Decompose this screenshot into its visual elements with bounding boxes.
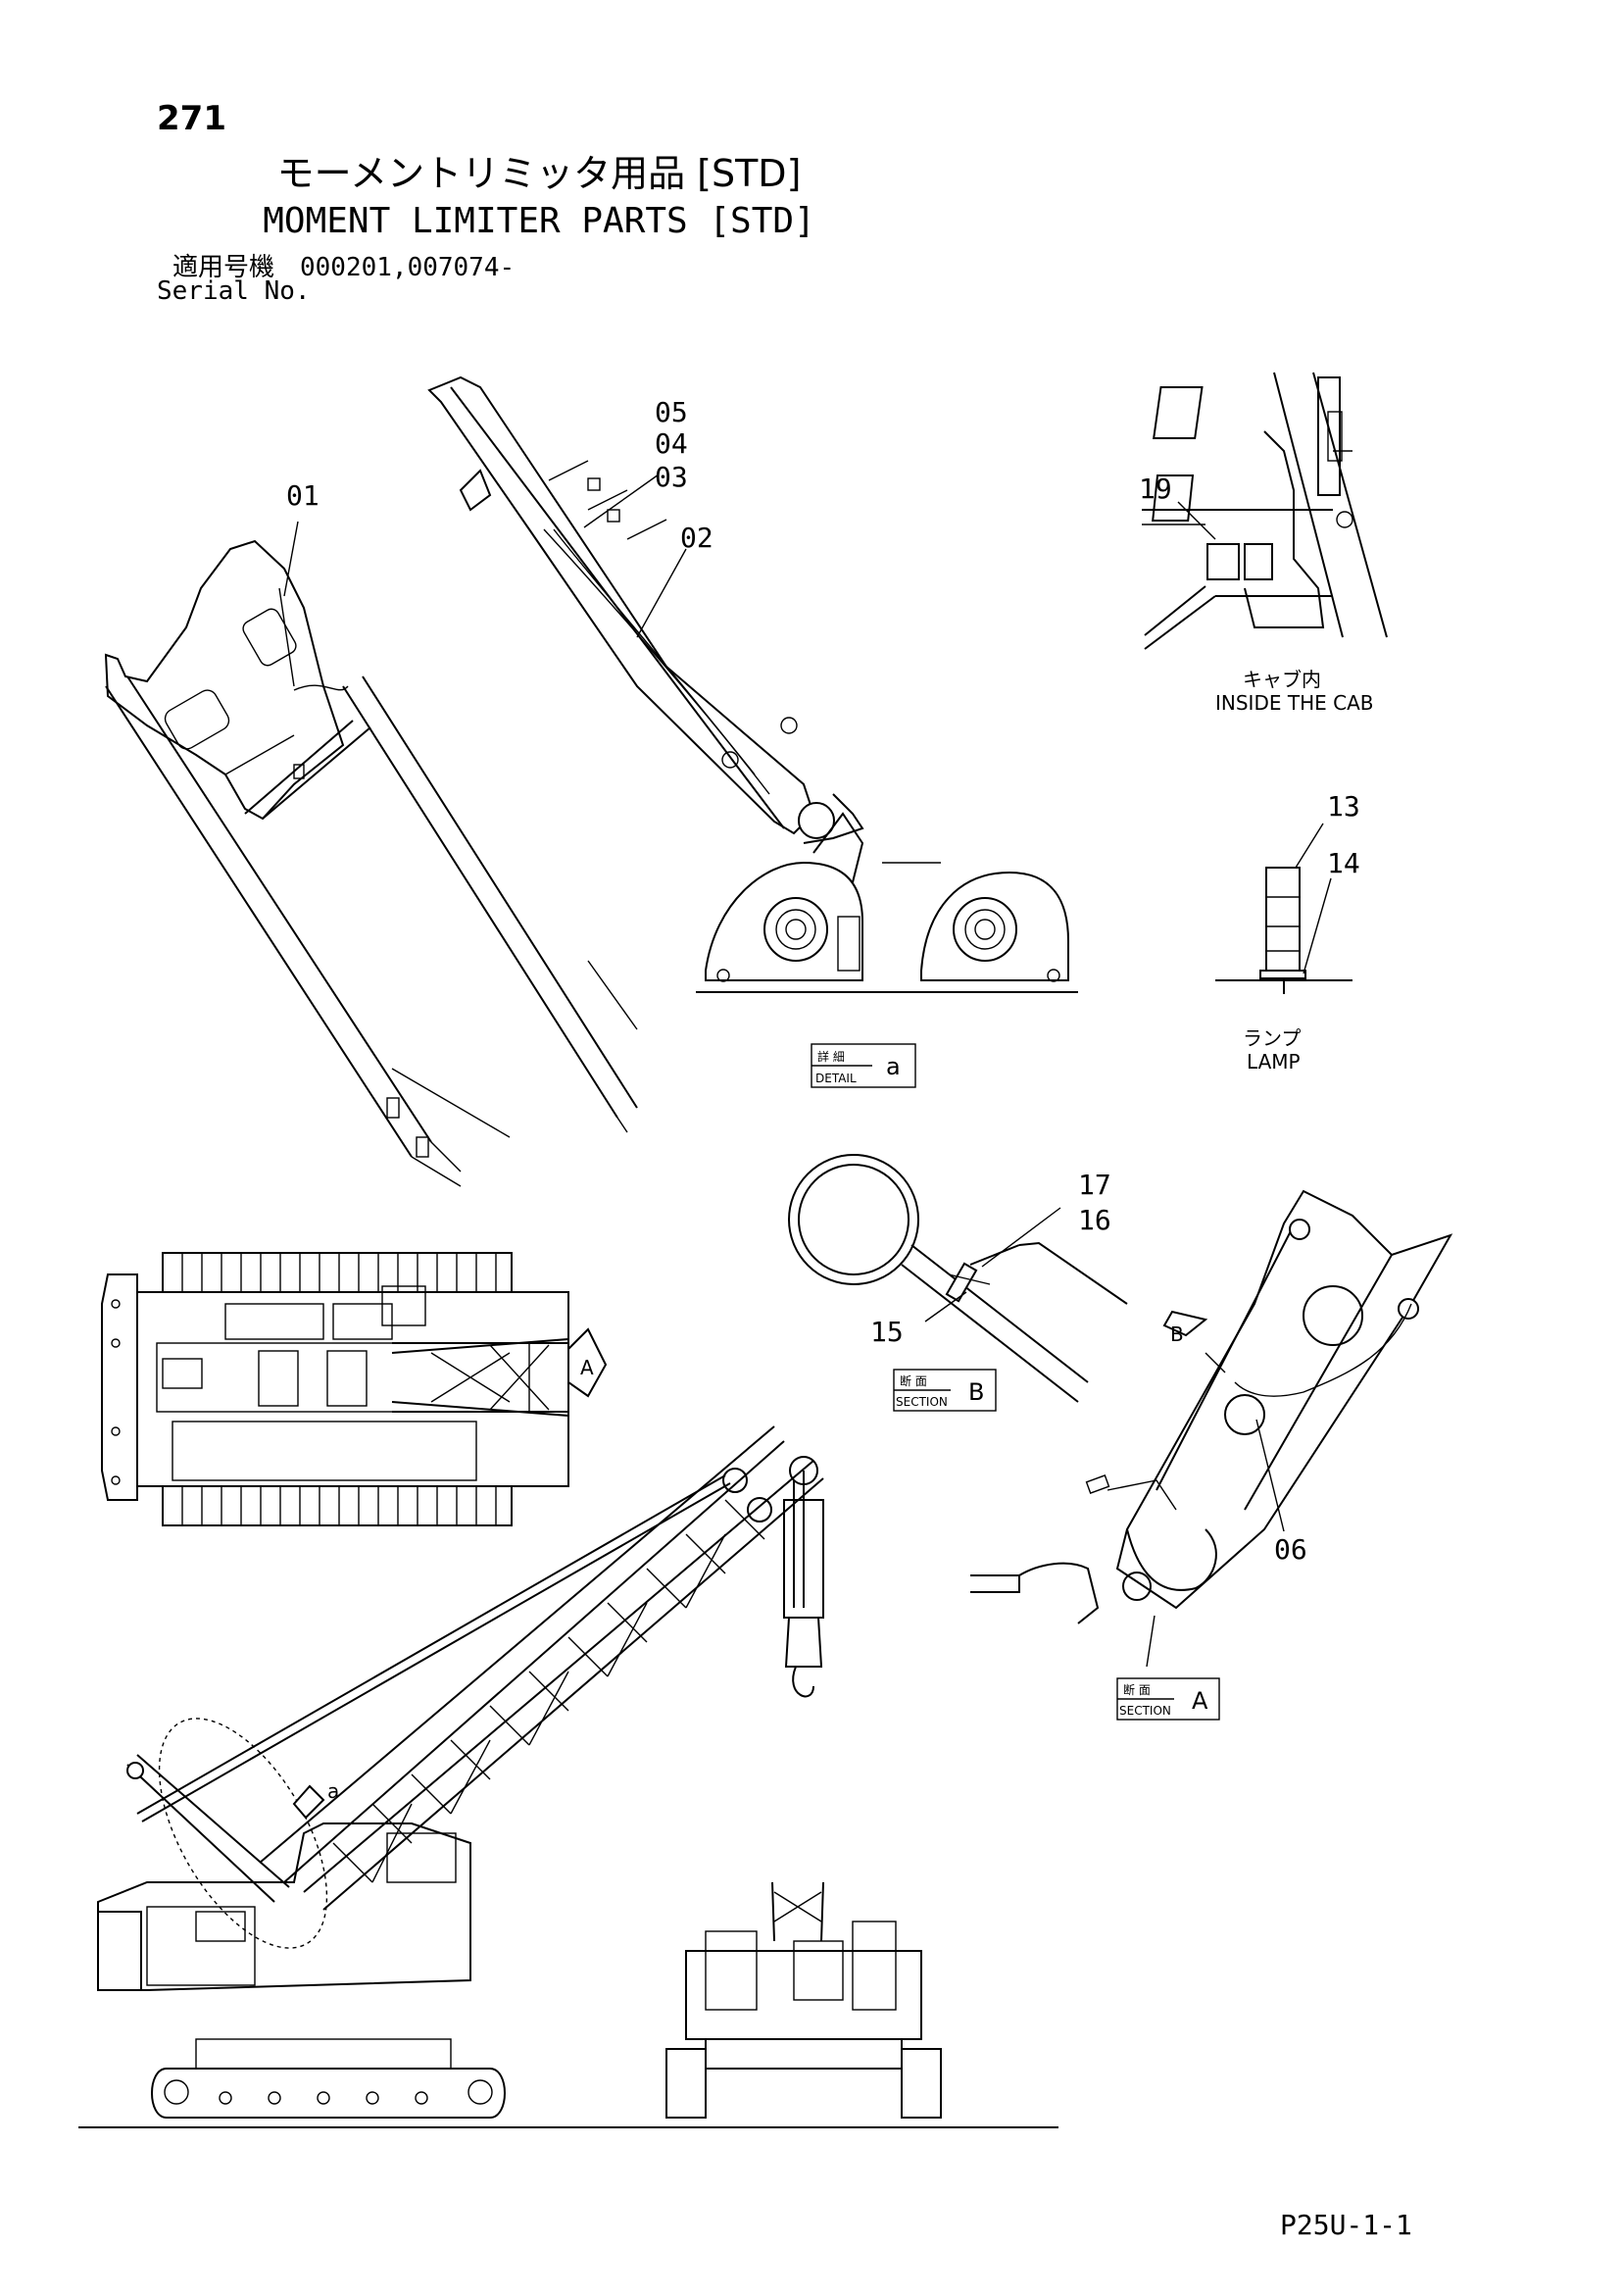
detail-a-ref-label: a xyxy=(327,1779,339,1803)
section-a-tag: 断 面 SECTION A xyxy=(1116,1677,1220,1721)
crane-rear-view xyxy=(647,1881,960,2128)
callout-02: 02 xyxy=(680,522,713,554)
caption-inside-cab-en: INSIDE THE CAB xyxy=(1215,691,1373,715)
svg-text:断 面: 断 面 xyxy=(1123,1682,1151,1697)
view-b-arrow xyxy=(1162,1310,1208,1337)
leader-01 xyxy=(283,521,299,597)
callout-01: 01 xyxy=(286,479,320,512)
callout-15: 15 xyxy=(870,1316,904,1348)
view-b-line xyxy=(1205,1352,1226,1373)
callout-14: 14 xyxy=(1327,847,1360,879)
callout-13: 13 xyxy=(1327,790,1360,823)
leader-16-17 xyxy=(981,1207,1061,1268)
caption-inside-cab-jp: キャブ内 xyxy=(1243,668,1321,691)
page-title-japanese: モーメントリミッタ用品 [STD] xyxy=(276,152,802,195)
section-b-tag: 断 面 SECTION B xyxy=(893,1369,997,1412)
winch-drums xyxy=(696,812,1078,993)
leader-19 xyxy=(1177,501,1216,540)
svg-text:A: A xyxy=(1192,1687,1208,1715)
leader-03 xyxy=(583,474,660,528)
svg-text:SECTION: SECTION xyxy=(1119,1704,1171,1718)
serial-number-label-english: Serial No. xyxy=(157,276,311,306)
leader-06 xyxy=(1255,1419,1285,1532)
view-a-arrow xyxy=(567,1327,608,1398)
boom-section xyxy=(427,375,864,844)
leader-13 xyxy=(1295,823,1324,869)
callout-16: 16 xyxy=(1078,1204,1111,1236)
callout-19: 19 xyxy=(1139,473,1172,505)
callout-04: 04 xyxy=(655,427,688,460)
crane-top-view xyxy=(101,1252,569,1526)
callout-03: 03 xyxy=(655,461,688,493)
boom-base-frame xyxy=(104,539,638,1187)
callout-05: 05 xyxy=(655,396,688,428)
leader-15 xyxy=(924,1291,967,1323)
cab-interior xyxy=(1142,372,1388,650)
callout-17: 17 xyxy=(1078,1169,1111,1201)
detail-a-ref-arrow xyxy=(292,1784,325,1820)
leader-02 xyxy=(636,548,687,638)
caption-lamp-en: LAMP xyxy=(1247,1050,1301,1073)
crane-side-view xyxy=(78,1425,1058,2128)
page-number: 271 xyxy=(157,99,226,138)
view-b-arrow-label: B xyxy=(1170,1323,1184,1346)
serial-number-label-japanese: 適用号機 000201,007074- xyxy=(172,253,516,282)
svg-text:DETAIL: DETAIL xyxy=(815,1072,857,1085)
detail-a-tag: 詳 細 DETAIL a xyxy=(811,1043,916,1088)
callout-06: 06 xyxy=(1274,1533,1307,1566)
section-a-view xyxy=(970,1189,1453,1624)
caption-lamp-jp: ランプ xyxy=(1243,1026,1301,1050)
section-a-leader xyxy=(1146,1615,1156,1668)
lamp xyxy=(1215,867,1352,994)
svg-text:a: a xyxy=(886,1053,901,1080)
view-a-arrow-label: A xyxy=(580,1356,594,1379)
svg-text:B: B xyxy=(968,1378,984,1406)
page-title-english: MOMENT LIMITER PARTS [STD] xyxy=(263,201,815,241)
svg-text:断 面: 断 面 xyxy=(900,1373,927,1388)
leader-14 xyxy=(1303,877,1332,974)
drawing-code: P25U-1-1 xyxy=(1280,2209,1412,2241)
section-b-view xyxy=(788,1154,1128,1403)
svg-text:SECTION: SECTION xyxy=(896,1395,948,1409)
svg-text:詳 細: 詳 細 xyxy=(817,1049,845,1064)
